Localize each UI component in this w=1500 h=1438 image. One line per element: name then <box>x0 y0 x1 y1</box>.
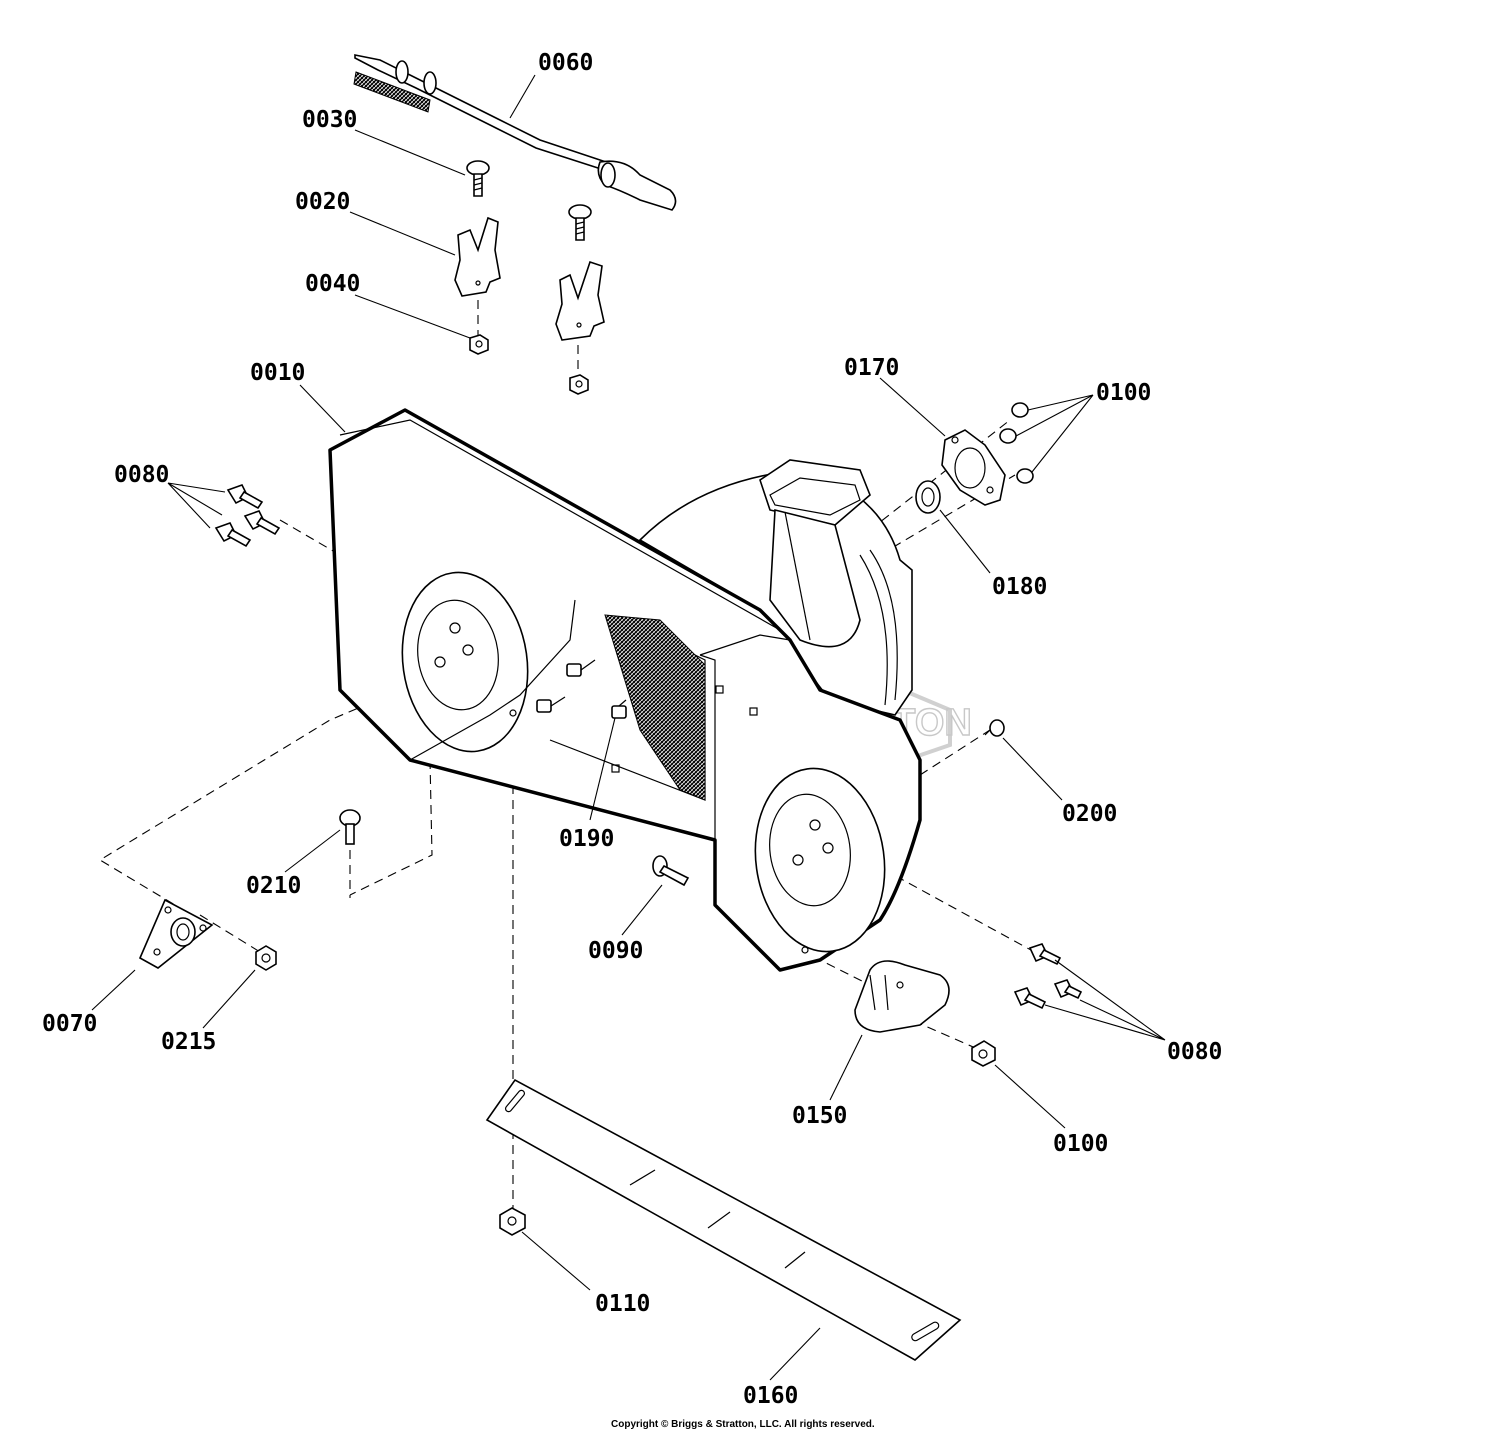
skid-shoe-0150 <box>854 960 950 1033</box>
callout-0215: 0215 <box>161 1029 216 1055</box>
callout-0080-left: 0080 <box>114 462 169 488</box>
scraper-bar-0160 <box>485 1078 962 1361</box>
callout-0190: 0190 <box>559 826 614 852</box>
bearing-0180 <box>915 480 941 514</box>
callout-0160: 0160 <box>743 1383 798 1409</box>
nut-0100-bottom <box>971 1040 996 1067</box>
leader-lines <box>91 74 1166 1381</box>
callout-0180: 0180 <box>992 574 1047 600</box>
callout-0100-top: 0100 <box>1096 380 1151 406</box>
bolts-0080-right <box>1013 943 1083 1010</box>
bracket-0020 <box>454 216 501 297</box>
plug-0200 <box>984 719 1005 737</box>
nut-0110 <box>499 1207 526 1236</box>
nut-0040-second <box>569 374 589 395</box>
callout-0040: 0040 <box>305 271 360 297</box>
callout-labels: 0060 0030 0020 0040 0010 0080 0170 0100 … <box>42 50 1222 1409</box>
chute-crank-rod <box>353 54 677 211</box>
callout-0210: 0210 <box>246 873 301 899</box>
callout-0030: 0030 <box>302 107 357 133</box>
callout-0170: 0170 <box>844 355 899 381</box>
auger-housing <box>328 408 922 972</box>
screw-0030-second <box>568 204 592 241</box>
callout-0090: 0090 <box>588 938 643 964</box>
callout-0200: 0200 <box>1062 801 1117 827</box>
nuts-0100-top <box>999 402 1034 484</box>
callout-0150: 0150 <box>792 1103 847 1129</box>
bracket-0020-second <box>555 260 605 341</box>
blower-housing <box>638 459 913 716</box>
callout-0010: 0010 <box>250 360 305 386</box>
callout-0080-right: 0080 <box>1167 1039 1222 1065</box>
callout-0070: 0070 <box>42 1011 97 1037</box>
callout-0110: 0110 <box>595 1291 650 1317</box>
nut-0040 <box>469 334 489 355</box>
bearing-flange-0070 <box>138 898 214 969</box>
carriage-bolt-0210 <box>339 809 361 845</box>
nut-0215 <box>255 945 277 971</box>
bearing-flange-0170 <box>941 429 1006 506</box>
bolt-0190 <box>536 659 627 719</box>
bolts-0080-left <box>214 484 281 548</box>
copyright-notice: Copyright © Briggs & Stratton, LLC. All … <box>611 1419 875 1430</box>
bolt-0090 <box>652 855 690 887</box>
callout-0020: 0020 <box>295 189 350 215</box>
callout-0060: 0060 <box>538 50 593 76</box>
callout-0100-bottom: 0100 <box>1053 1131 1108 1157</box>
screw-0030 <box>466 160 490 197</box>
